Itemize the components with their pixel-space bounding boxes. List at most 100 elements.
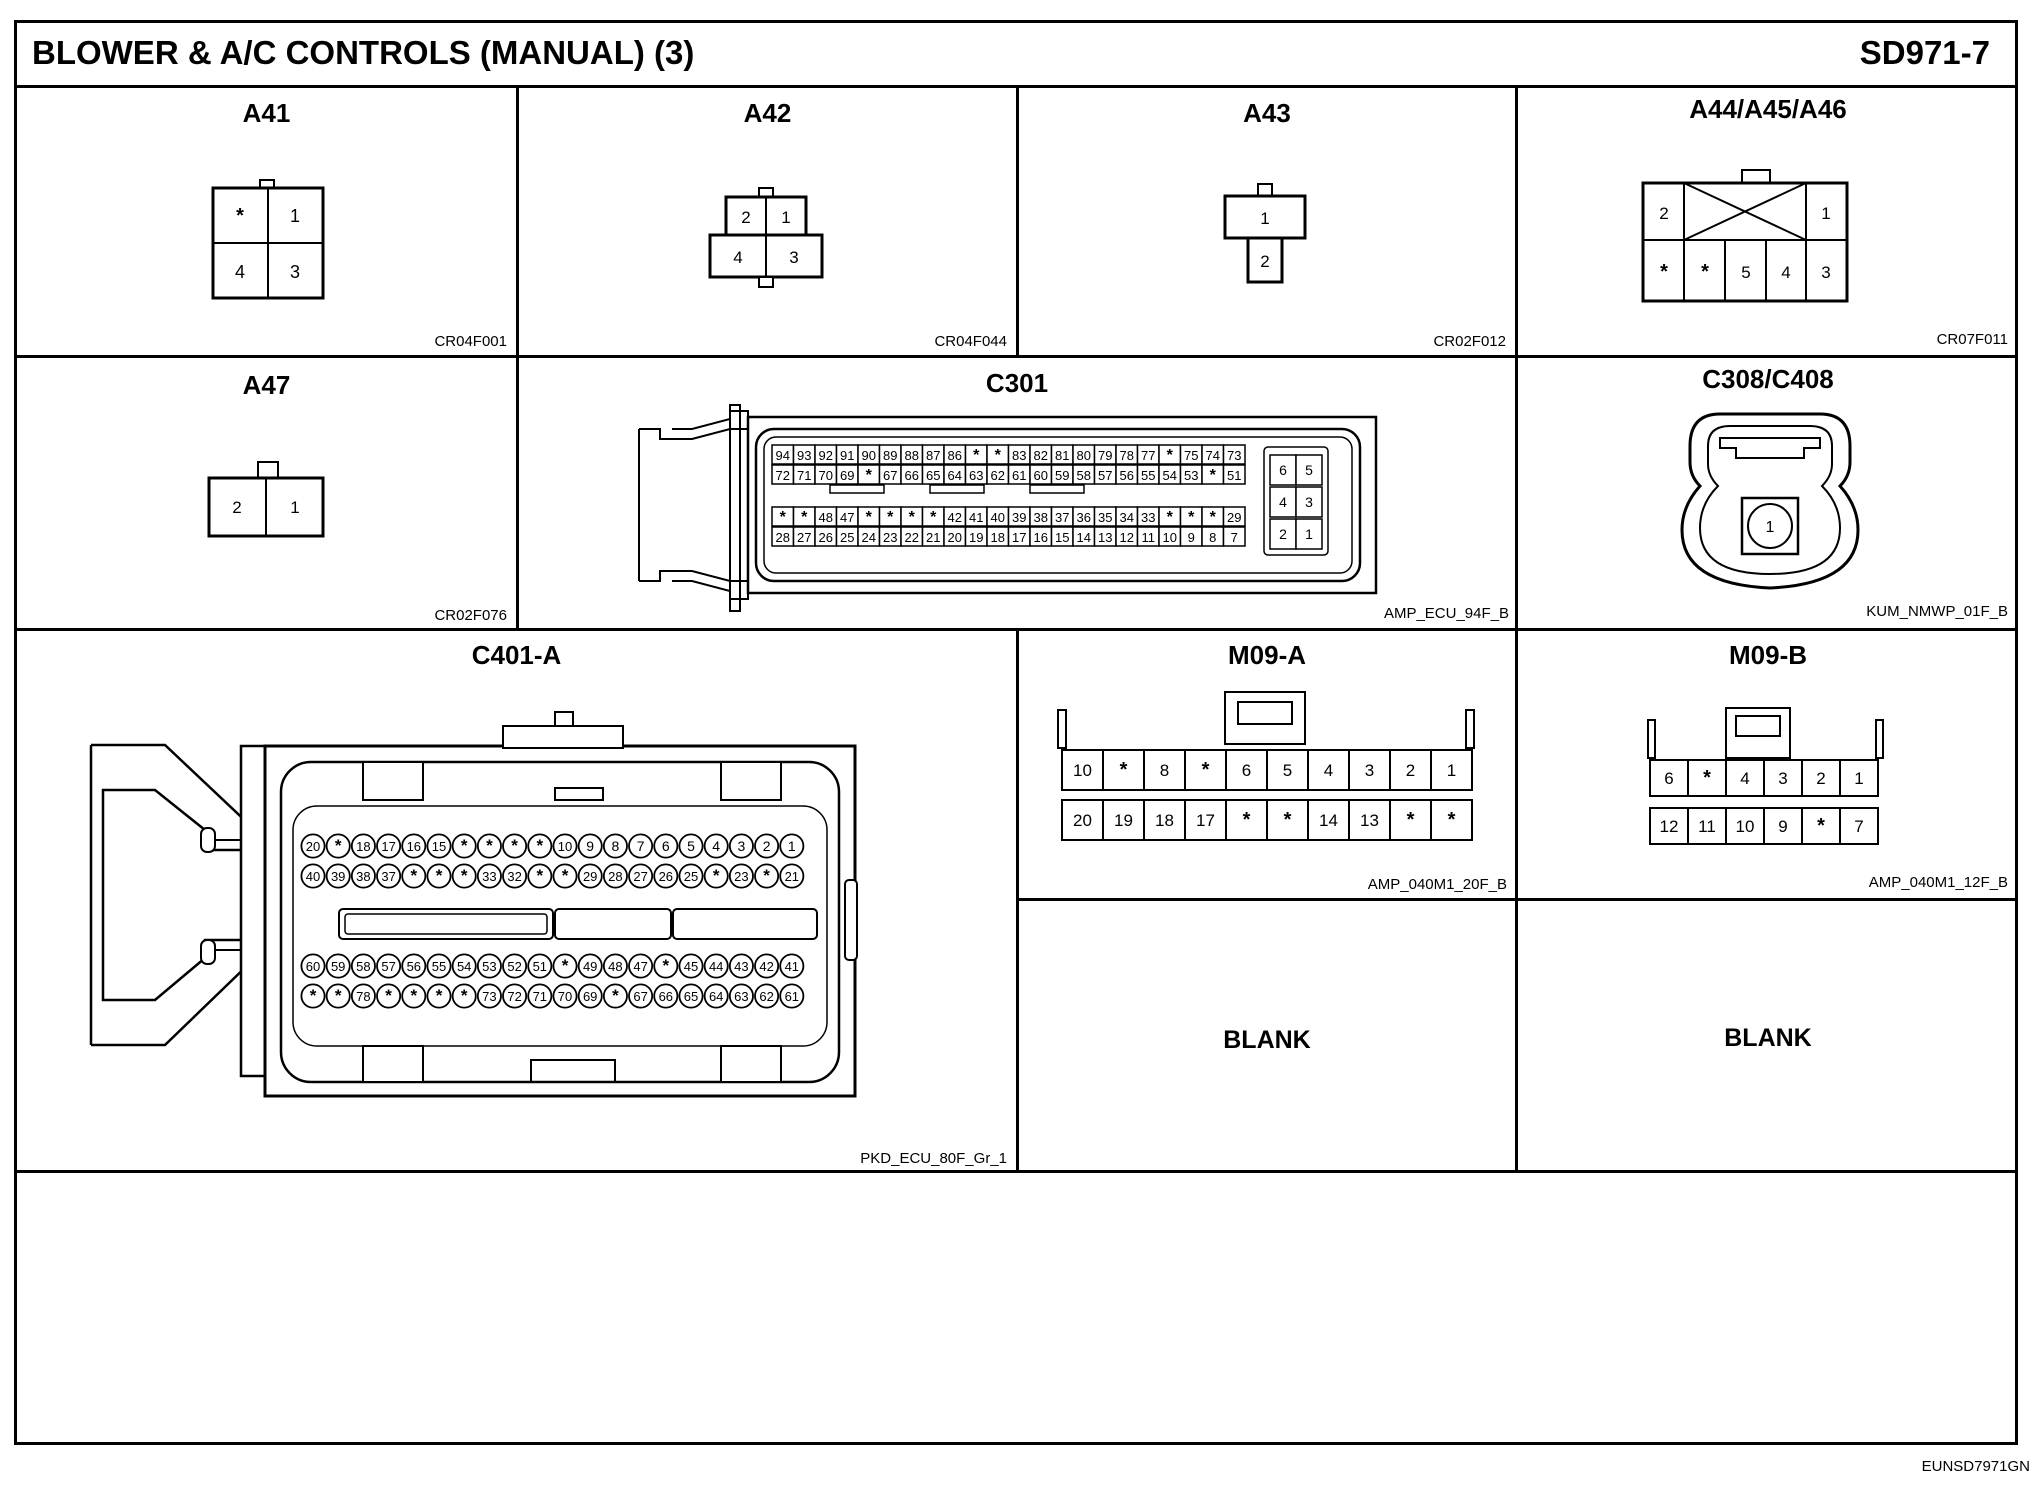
- m09a-pin-cell: [1430, 749, 1473, 791]
- c401-pin-circle: [451, 863, 477, 889]
- c401-pin-circle: [678, 983, 704, 1009]
- c301-pin: *: [1188, 509, 1195, 526]
- c401-pin-circle: [451, 833, 477, 859]
- c401-pin-circle: [401, 863, 427, 889]
- c401-pin: 9: [586, 838, 594, 854]
- m09b-pin: 12: [1660, 817, 1679, 836]
- c301-pin: 53: [1184, 468, 1198, 483]
- c401-pin: 21: [785, 869, 799, 884]
- c401-pin-circle: [678, 833, 704, 859]
- c301-pin: 67: [883, 468, 897, 483]
- c401-pin: 51: [533, 959, 547, 974]
- c301-pin: 89: [883, 448, 897, 463]
- c401-pin: *: [385, 986, 392, 1005]
- c401-pin-circle: [577, 833, 603, 859]
- a41-pin: 4: [235, 262, 245, 282]
- c401-pin: 15: [432, 839, 446, 854]
- c301-pin: 13: [1098, 530, 1112, 545]
- c301-pin: 90: [862, 448, 876, 463]
- c401-pin-circle: [653, 833, 679, 859]
- c401-pin: 33: [482, 869, 496, 884]
- c401-pin-circle: [502, 833, 528, 859]
- c301-pin: 94: [776, 448, 790, 463]
- c301-pin: 74: [1206, 448, 1220, 463]
- a44-pin: *: [1660, 261, 1668, 283]
- c301-pin: 54: [1163, 468, 1177, 483]
- blank-left: BLANK: [1223, 1026, 1311, 1054]
- a41-title: A41: [242, 98, 291, 128]
- c401-pin: *: [335, 986, 342, 1005]
- c401-pin-circle: [754, 953, 780, 979]
- m09a-pin-cell: [1184, 799, 1227, 841]
- c401-pin-circle: [527, 833, 553, 859]
- m09a-title: M09-A: [1227, 640, 1306, 670]
- m09b-pin-cell: [1649, 759, 1689, 797]
- c401-pin: *: [562, 866, 569, 885]
- c401-pin: *: [536, 866, 543, 885]
- c301-pin: 62: [991, 468, 1005, 483]
- c401-pin-circle: [426, 863, 452, 889]
- c401-pin: 16: [407, 839, 421, 854]
- c301-side-pin: 5: [1305, 462, 1313, 478]
- c401-pin: 4: [712, 838, 720, 854]
- c401-pin-circle: [502, 953, 528, 979]
- c401-pin-circle: [325, 953, 351, 979]
- c401-pin: *: [436, 986, 443, 1005]
- c401-pin-circle: [325, 983, 351, 1009]
- c301-pin: 38: [1034, 510, 1048, 525]
- c401-pin: 38: [356, 869, 370, 884]
- c401-pin: 49: [583, 959, 597, 974]
- c301-pin-cell: [1222, 506, 1246, 527]
- c401-pin-circle: [350, 833, 376, 859]
- c401-pin: 40: [306, 869, 320, 884]
- c401-pin: 67: [633, 989, 647, 1004]
- c401-pin: 54: [457, 959, 471, 974]
- a41-pin: 3: [290, 262, 300, 282]
- m09b-pin-cell: [1687, 759, 1727, 797]
- m09a-pin-cell: [1307, 749, 1350, 791]
- c401-pin-circle: [728, 863, 754, 889]
- c401-pin: *: [562, 956, 569, 975]
- c301-pin: 21: [926, 530, 940, 545]
- c401-pin-circle: [703, 953, 729, 979]
- col-divider-1: [516, 85, 519, 628]
- c301-pin: *: [801, 509, 808, 526]
- c301-key: [829, 484, 885, 494]
- c401-pin: 25: [684, 869, 698, 884]
- c401-pin: 1: [788, 838, 796, 854]
- c401-pin-circle: [300, 833, 326, 859]
- footer-code: EUNSD7971GN: [1921, 1458, 2030, 1475]
- a47-pin: 2: [232, 498, 241, 517]
- c401-pin: 47: [633, 959, 647, 974]
- c301-key: [1029, 484, 1085, 494]
- c301-pin: 73: [1227, 448, 1241, 463]
- c401-pin-circle: [577, 863, 603, 889]
- c401-code: PKD_ECU_80F_Gr_1: [860, 1150, 1007, 1167]
- c301-pin: 28: [776, 530, 790, 545]
- c301-side-pin: 6: [1279, 462, 1287, 478]
- diagram-frame: [14, 20, 2018, 1445]
- c401-pin-circle: [628, 983, 654, 1009]
- m09a-pin-cell: [1389, 749, 1432, 791]
- c301-pin: 78: [1120, 448, 1134, 463]
- c401-pin: *: [335, 836, 342, 855]
- c401-pin-circle: [552, 863, 578, 889]
- m09a-pin: 5: [1283, 761, 1292, 780]
- c301-pin: 91: [840, 448, 854, 463]
- c301-pin: 59: [1055, 468, 1069, 483]
- m09b-pin-cell: [1763, 759, 1803, 797]
- c401-pin: 2: [763, 838, 771, 854]
- c401-pin: 70: [558, 989, 572, 1004]
- c401-pin: 44: [709, 959, 723, 974]
- c401-pin: 5: [687, 838, 695, 854]
- c401-pin: 28: [608, 869, 622, 884]
- c301-pin: 55: [1141, 468, 1155, 483]
- c301-side-cell: [1269, 454, 1297, 486]
- c301-pin: 23: [883, 530, 897, 545]
- c308-connector: 1: [1680, 412, 1860, 590]
- c401-pin-circle: [628, 833, 654, 859]
- c301-side-pin: 2: [1279, 526, 1287, 542]
- c301-pin: *: [995, 447, 1002, 464]
